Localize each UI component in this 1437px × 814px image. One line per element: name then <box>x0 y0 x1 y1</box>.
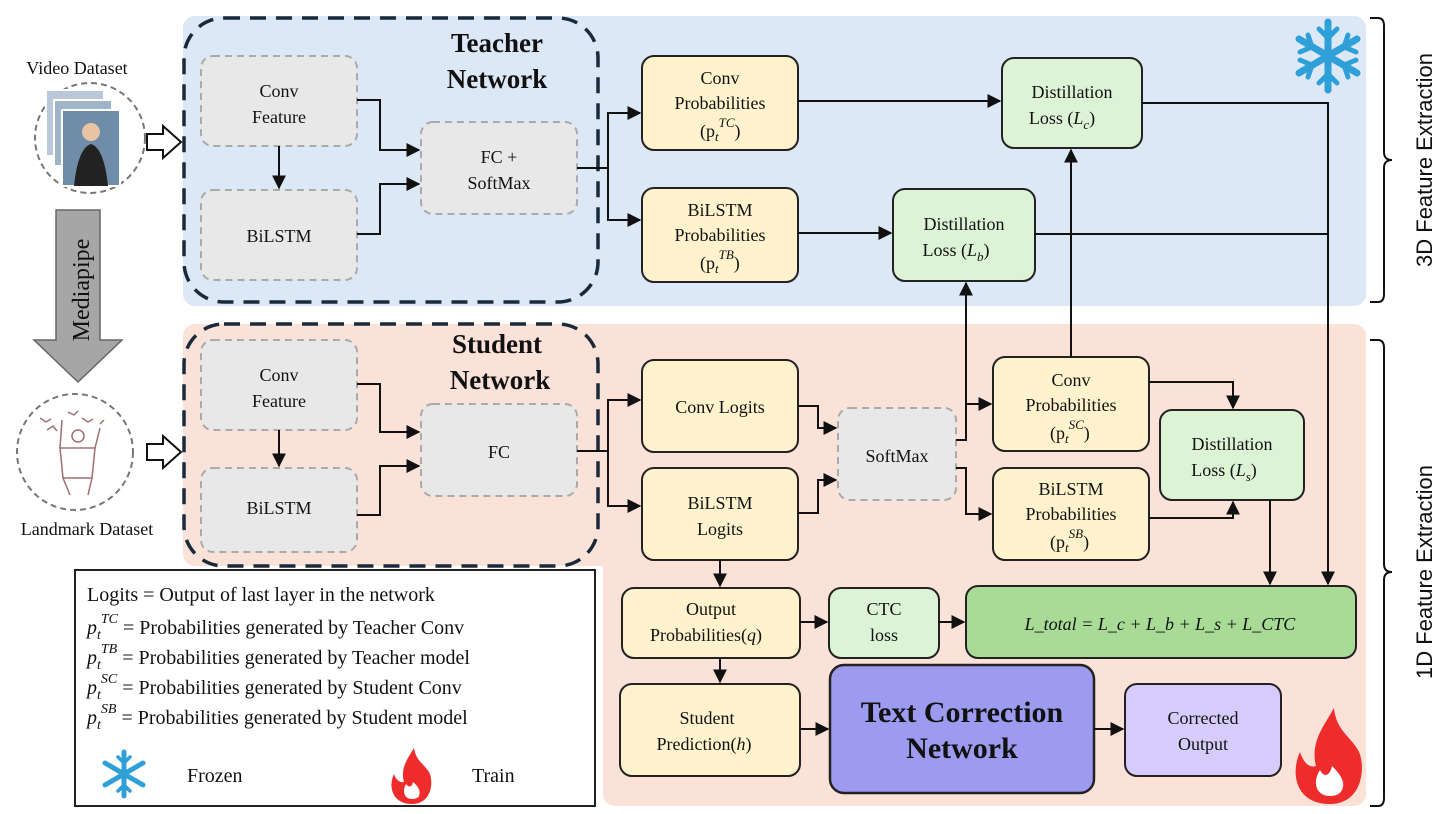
bilstm-logits-l2: Logits <box>697 519 743 539</box>
bilstm-logits-l1: BiLSTM <box>687 493 752 513</box>
student-pred-l2: Prediction(h) <box>657 734 752 755</box>
student-bilstm-prob-l1: BiLSTM <box>1038 479 1103 499</box>
ctc-l1: CTC <box>866 599 901 619</box>
text-correction-box <box>828 663 1096 795</box>
student-bilstm-prob-sym: (ptSB) <box>1050 526 1089 555</box>
student-fc-label: FC <box>488 442 510 462</box>
video-frames-icon <box>45 89 121 187</box>
corrected-l1: Corrected <box>1168 708 1239 728</box>
mediapipe-label: Mediapipe <box>69 239 95 342</box>
teacher-network-boundary <box>182 16 600 304</box>
legend-frozen: Frozen <box>187 765 243 787</box>
legend-line-2: ptTC = Probabilities generated by Teache… <box>85 612 464 643</box>
student-bilstm-prob-l2: Probabilities <box>1026 504 1117 524</box>
fire-icon <box>1295 708 1362 804</box>
total-loss-box <box>965 585 1357 659</box>
landmark-dataset-label: Landmark Dataset <box>21 519 153 539</box>
teacher-conv-feature-l2: Feature <box>252 107 306 127</box>
mediapipe-arrow: Mediapipe <box>32 209 124 384</box>
student-title-2: Network <box>450 365 550 395</box>
student-conv-feature-l2: Feature <box>252 391 306 411</box>
student-bilstm-label: BiLSTM <box>246 498 311 518</box>
student-network-boundary <box>182 322 600 568</box>
landmark-dataset-circle <box>16 393 134 511</box>
teacher-bilstm-prob-l1: BiLSTM <box>687 200 752 220</box>
total-loss-formula: L_total = L_c + L_b + L_s + L_CTC <box>1024 614 1297 634</box>
legend-line-1: Logits = Output of last layer in the net… <box>87 584 435 606</box>
student-softmax-box <box>837 407 957 501</box>
legend-line-5: ptSB = Probabilities generated by Studen… <box>85 702 468 733</box>
side-label-3d: 3D Feature Extraction <box>1412 53 1437 267</box>
bottom-brace <box>1370 339 1393 807</box>
student-pred-l1: Student <box>679 708 734 728</box>
student-prediction-box <box>619 683 801 777</box>
teacher-bilstm-prob-l2: Probabilities <box>675 225 766 245</box>
teacher-conv-prob-l1: Conv <box>700 68 739 88</box>
bilstm-logits-box <box>641 467 799 561</box>
output-prob-l2: Probabilities(q) <box>650 625 762 646</box>
distillation-loss-s-box <box>1159 409 1305 501</box>
top-brace <box>1370 17 1393 303</box>
student-title: Student <box>452 329 542 359</box>
distillation-c-l2: Loss (Lc) <box>1029 108 1095 132</box>
snowflake-icon <box>1295 18 1361 94</box>
distillation-b-l2: Loss (Lb) <box>922 240 989 264</box>
landmark-skeleton-icon <box>39 410 105 496</box>
legend-fire-icon <box>391 748 432 804</box>
distillation-c-l1: Distillation <box>1032 82 1113 102</box>
student-conv-feature-box <box>200 339 358 431</box>
teacher-title: Teacher <box>451 28 543 58</box>
teacher-conv-prob-l2: Probabilities <box>675 93 766 113</box>
legend-snowflake-icon <box>102 749 146 799</box>
legend-line-3: ptTB = Probabilities generated by Teache… <box>85 642 470 673</box>
legend-line-4: ptSC = Probabilities generated by Studen… <box>85 672 462 703</box>
student-bilstm-box <box>200 467 358 553</box>
video-input-arrow <box>146 123 183 161</box>
teacher-conv-feature-l1: Conv <box>259 81 298 101</box>
distillation-s-l2: Loss (Ls) <box>1191 460 1257 484</box>
teacher-fc-l2: SoftMax <box>468 173 531 193</box>
text-correction-l1: Text Correction <box>861 696 1064 729</box>
side-label-1d: 1D Feature Extraction <box>1412 465 1437 679</box>
student-softmax-label: SoftMax <box>866 446 929 466</box>
distillation-b-l1: Distillation <box>924 214 1005 234</box>
corrected-l2: Output <box>1178 734 1228 754</box>
legend-box <box>74 569 596 807</box>
student-bilstm-prob-box <box>992 467 1150 561</box>
connectors <box>272 94 1335 736</box>
teacher-bilstm-prob-sym: (ptTB) <box>700 247 740 276</box>
teacher-bilstm-label: BiLSTM <box>246 226 311 246</box>
student-conv-prob-l1: Conv <box>1051 370 1090 390</box>
conv-logits-label: Conv Logits <box>675 397 765 417</box>
teacher-title-2: Network <box>447 64 547 94</box>
teacher-fc-l1: FC + <box>481 147 518 167</box>
distillation-loss-b-box <box>892 188 1036 282</box>
video-dataset-label: Video Dataset <box>26 58 127 78</box>
student-conv-prob-sym: (ptSC) <box>1050 417 1090 446</box>
student-conv-prob-l2: Probabilities <box>1026 395 1117 415</box>
distillation-loss-c-box <box>1001 57 1143 149</box>
text-correction-l2: Network <box>906 732 1018 765</box>
legend-train: Train <box>472 765 515 787</box>
teacher-bilstm-prob-box <box>641 187 799 283</box>
ctc-l2: loss <box>870 625 898 645</box>
teacher-conv-prob-box <box>641 55 799 151</box>
output-prob-l1: Output <box>686 599 736 619</box>
student-conv-feature-l1: Conv <box>259 365 298 385</box>
corrected-output-box <box>1124 683 1282 777</box>
teacher-conv-feature-box <box>200 55 358 147</box>
teacher-conv-prob-sym: (ptTC) <box>700 115 741 144</box>
teacher-fc-box <box>420 121 578 215</box>
landmark-input-arrow <box>146 433 183 471</box>
distillation-s-l1: Distillation <box>1192 434 1273 454</box>
